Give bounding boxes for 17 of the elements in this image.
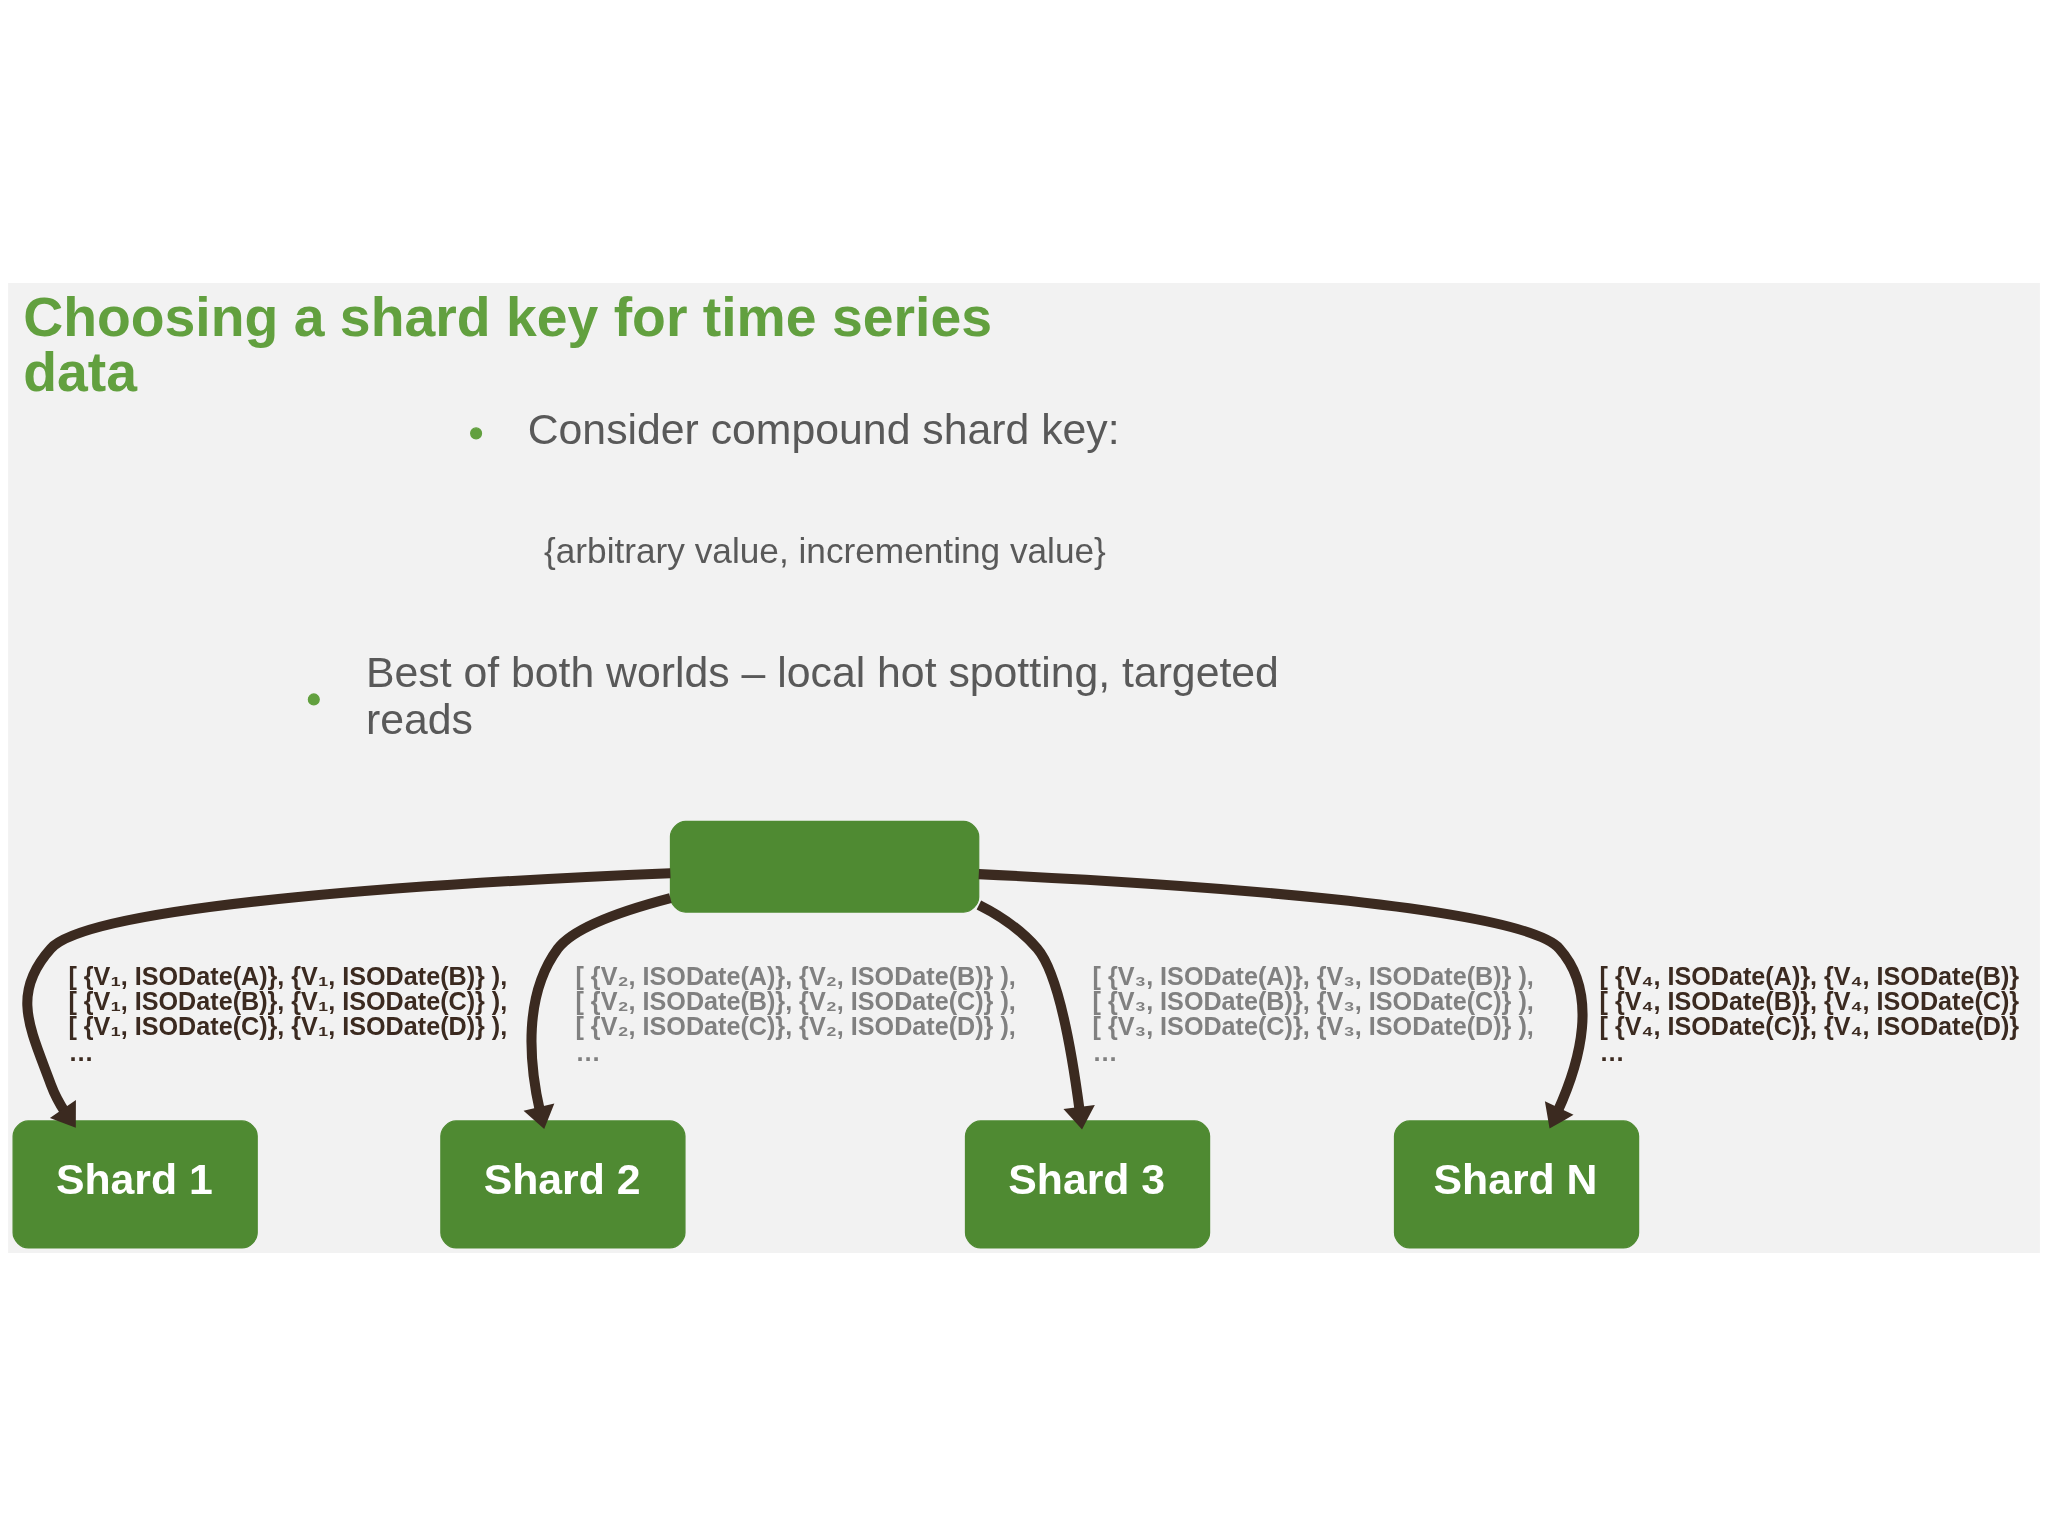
arrow [978,869,1588,1129]
edge-label: [ {V₄, ISODate(A)}, {V₄, ISODate(B)} [ {V₄, ISODate(B)}, {V₄, ISODate(C)} [ {V₄, ISODate(C)}, {V₄, ISODate(D)} … [1599,962,2020,1066]
diagram-title: Choosing a shard key for time series data [23,286,993,404]
node-box: Shard N [1393,1120,1640,1249]
node-box: Shard 1 [12,1120,258,1249]
label: Best of both worlds – local hot spotting, targeted reads [366,648,1279,743]
edge-label: [ {V₂, ISODate(A)}, {V₂, ISODate(B)} ), [ {V₂, ISODate(B)}, {V₂, ISODate(C)} ), [ {V₂, ISODate(C)}, {V₂, ISODate(D)} ), … [575,962,1016,1066]
arrow [523,893,672,1130]
node-box: Shard 2 [440,1120,686,1249]
label: {arbitrary value, incrementing value} [544,531,1106,571]
label: Consider compound shard key: [527,405,1120,454]
node-box [669,820,980,913]
edge-label: [ {V₃, ISODate(A)}, {V₃, ISODate(B)} ), [ {V₃, ISODate(B)}, {V₃, ISODate(C)} ), [ {V₃, ISODate(C)}, {V₃, ISODate(D)} ), … [1092,962,1534,1066]
edge-label: [ {V₁, ISODate(A)}, {V₁, ISODate(B)} ), [ {V₁, ISODate(B)}, {V₁, ISODate(C)} ), [ {V₁, ISODate(C)}, {V₁, ISODate(D)} ), … [68,962,508,1066]
arrow [22,868,671,1128]
node-box: Shard 3 [964,1120,1211,1249]
arrow [976,900,1095,1130]
